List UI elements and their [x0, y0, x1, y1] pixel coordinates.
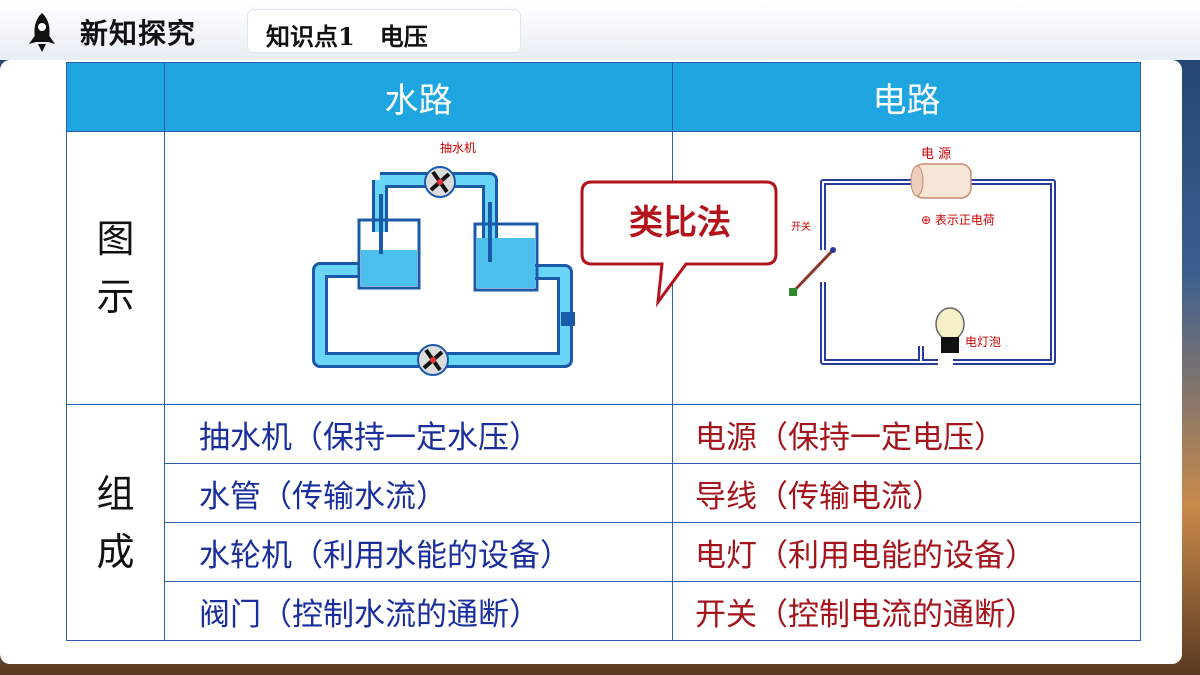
water-diagram-cell: 抽水机: [164, 131, 673, 405]
water-item: 水轮机（利用水能的设备）: [164, 522, 673, 582]
charge-note: ⊕ 表示正电荷: [921, 213, 995, 227]
component-row: 水管（传输水流） 导线（传输电流）: [67, 463, 1141, 523]
header-row: 水路 电路: [66, 62, 1141, 132]
rocket-icon: [29, 13, 55, 52]
circuit-item: 电源（保持一定电压）: [672, 404, 1141, 464]
switch-label: 开关: [791, 220, 811, 233]
water-item: 抽水机（保持一定水压）: [164, 404, 673, 464]
circuit-item: 导线（传输电流）: [672, 463, 1141, 523]
component-row: 组成 抽水机（保持一定水压） 电源（保持一定电压）: [66, 404, 1141, 641]
bulb-label: 电灯泡: [965, 335, 1001, 349]
analogy-callout: 类比法: [580, 180, 778, 308]
valve-icon: [561, 312, 575, 326]
component-row: 水轮机（利用水能的设备） 电灯（利用电能的设备）: [67, 522, 1141, 582]
row-label-components: 组成: [66, 404, 165, 641]
subtitle-box: 知识点1 电压: [248, 10, 520, 52]
pump-label: 抽水机: [440, 141, 476, 155]
corner-cell: [66, 62, 165, 132]
col-header-water: 水路: [164, 62, 673, 132]
top-bar: 新知探究 知识点1 电压: [0, 0, 1200, 60]
component-row: 阀门（控制水流的通断） 开关（控制电流的通断）: [67, 581, 1141, 641]
switch-icon: [791, 248, 835, 294]
col-header-circuit: 电路: [672, 62, 1141, 132]
circuit-diagram-cell: 电 源 ⊕ 表示正电荷 开关 电灯泡: [672, 131, 1141, 405]
page-title: 新知探究: [80, 17, 197, 50]
pump-fan-icon: [429, 170, 451, 194]
page-subtitle: 知识点1 电压: [266, 22, 428, 51]
callout-text: 类比法: [629, 203, 731, 243]
turbine-fan-icon: [422, 348, 444, 372]
comparison-table: 水路 电路 图示 抽水机: [66, 62, 1141, 641]
row-label-diagram: 图示: [66, 131, 165, 405]
water-item: 阀门（控制水流的通断）: [164, 581, 673, 641]
electric-circuit-diagram: 电 源 ⊕ 表示正电荷 开关 电灯泡: [789, 147, 1056, 365]
bulb-icon: [935, 307, 965, 341]
diagram-row: 图示 抽水机: [66, 131, 1141, 405]
water-item: 水管（传输水流）: [164, 463, 673, 523]
circuit-item: 电灯（利用电能的设备）: [672, 522, 1141, 582]
water-circuit-diagram: 抽水机: [312, 141, 575, 376]
source-label: 电 源: [921, 147, 951, 162]
circuit-item: 开关（控制电流的通断）: [672, 581, 1141, 641]
